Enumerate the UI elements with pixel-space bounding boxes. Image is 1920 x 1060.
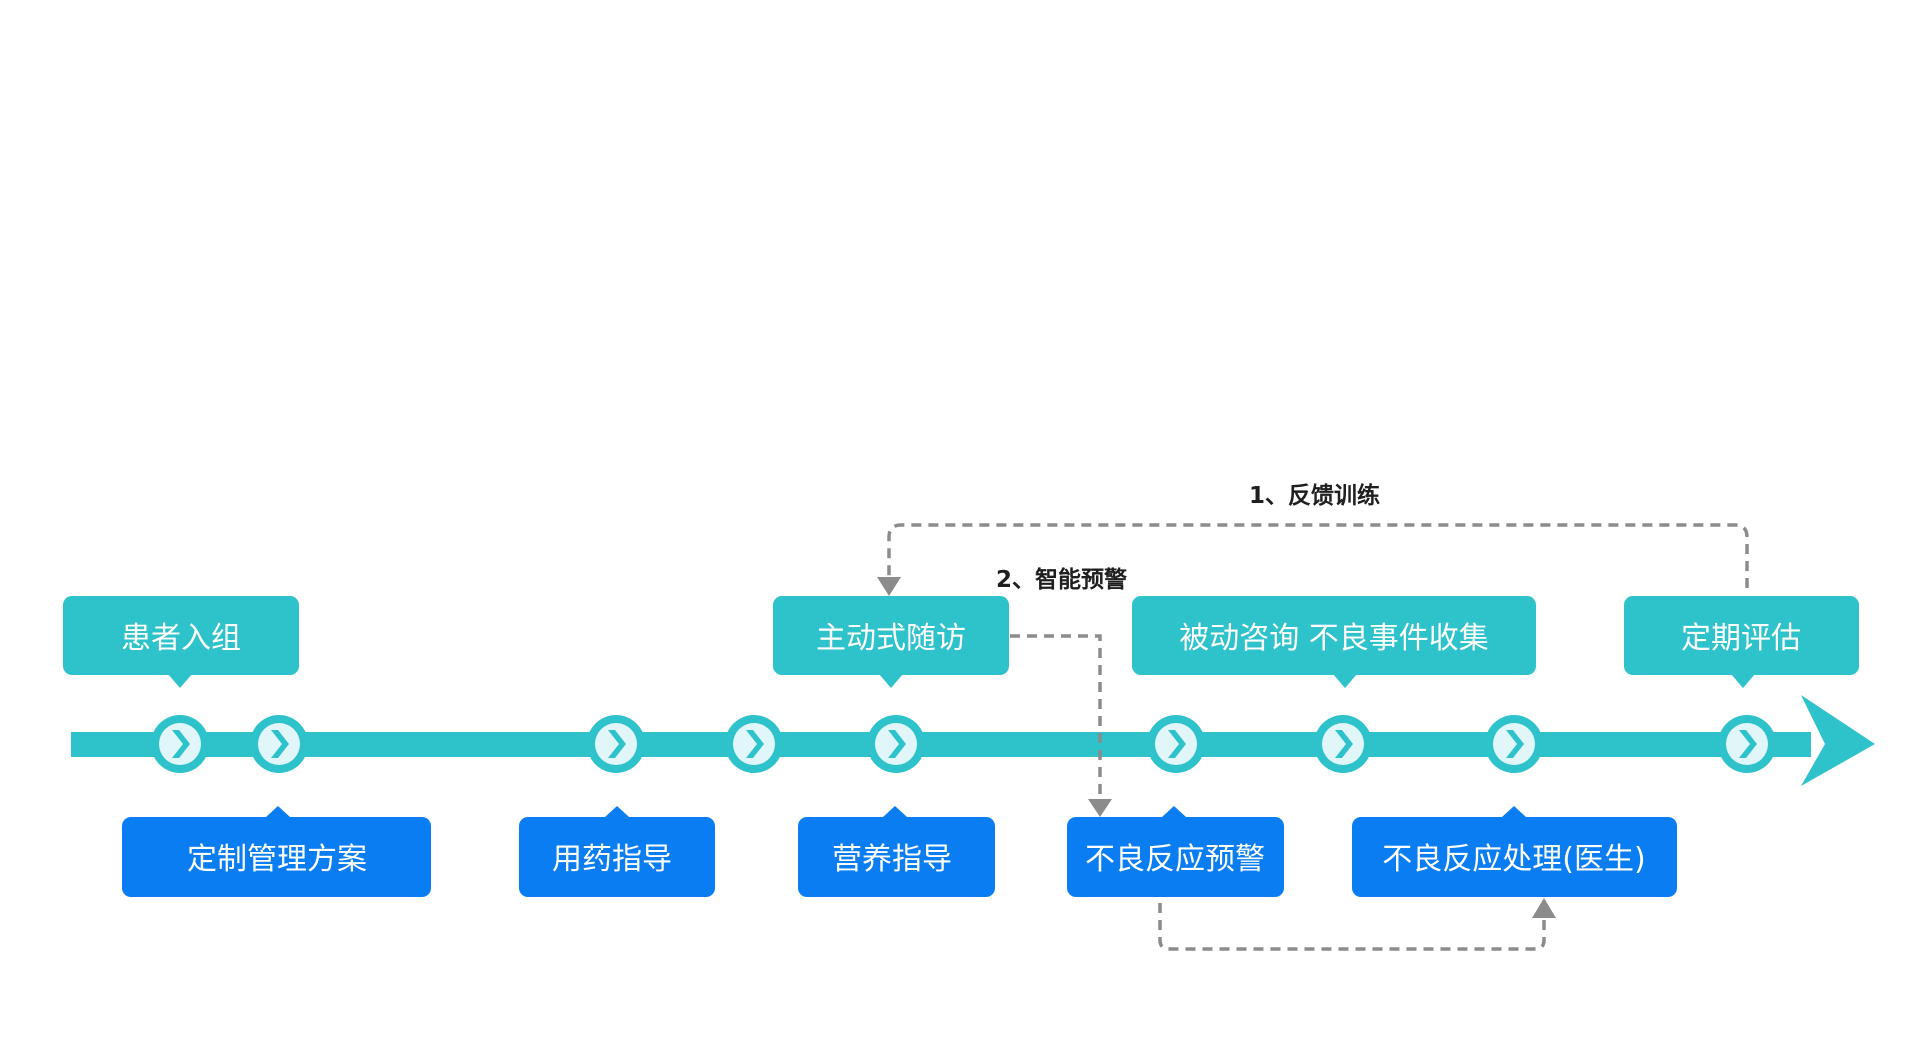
timeline-arrowhead	[1801, 695, 1875, 786]
chevron-right-icon	[608, 730, 626, 758]
chevron-right-icon	[1168, 730, 1186, 758]
callout-periodic-eval-label: 定期评估	[1681, 621, 1801, 656]
callout-periodic-eval: 定期评估	[1624, 596, 1859, 688]
feedback-training-connector	[887, 523, 1749, 588]
chevron-right-icon	[271, 730, 289, 758]
callout-medication: 用药指导	[519, 806, 715, 897]
chevron-right-icon	[888, 730, 906, 758]
timeline-node	[1147, 715, 1205, 773]
timeline-node	[250, 715, 308, 773]
chevron-right-icon	[172, 730, 190, 758]
timeline-node-disc	[733, 723, 775, 765]
timeline-bar	[71, 732, 1811, 757]
callout-custom-plan-label: 定制管理方案	[187, 842, 367, 877]
warning-to-handling-arrowhead	[1532, 898, 1556, 918]
timeline-node-disc	[1493, 723, 1535, 765]
smart-warning-note: 2、智能预警	[996, 566, 1127, 593]
callout-nutrition-label: 营养指导	[832, 842, 952, 877]
callout-adverse-warning: 不良反应预警	[1067, 806, 1284, 897]
callout-nutrition: 营养指导	[798, 806, 995, 897]
callout-enroll: 患者入组	[63, 596, 299, 688]
timeline-node	[1485, 715, 1543, 773]
callout-active-followup-label: 主动式随访	[816, 621, 966, 656]
timeline-node-disc	[258, 723, 300, 765]
timeline-node-disc	[595, 723, 637, 765]
feedback-training-arrowhead	[877, 577, 901, 596]
callout-medication-label: 用药指导	[552, 842, 672, 877]
chevron-right-icon	[746, 730, 764, 758]
timeline-node	[151, 715, 209, 773]
callout-custom-plan: 定制管理方案	[122, 806, 431, 897]
timeline-node-disc	[1726, 723, 1768, 765]
timeline-node-disc	[875, 723, 917, 765]
timeline-node	[867, 715, 925, 773]
timeline-node	[725, 715, 783, 773]
timeline-nodes	[151, 715, 1776, 773]
timeline-node	[1314, 715, 1372, 773]
timeline-node	[587, 715, 645, 773]
timeline-node-disc	[1155, 723, 1197, 765]
timeline-node	[1718, 715, 1776, 773]
callout-adverse-warning-label: 不良反应预警	[1085, 842, 1265, 877]
feedback-training-note: 1、反馈训练	[1249, 482, 1380, 509]
callout-adverse-handling: 不良反应处理(医生)	[1352, 806, 1677, 897]
warning-to-handling-connector	[1158, 903, 1546, 951]
callout-passive-consult-label: 被动咨询 不良事件收集	[1179, 621, 1489, 656]
timeline-node-disc	[1322, 723, 1364, 765]
callout-active-followup: 主动式随访	[773, 596, 1009, 688]
chevron-right-icon	[1335, 730, 1353, 758]
smart-warning-connector	[1010, 634, 1102, 802]
timeline-node-disc	[159, 723, 201, 765]
smart-warning-arrowhead	[1088, 799, 1112, 817]
timeline	[71, 695, 1875, 786]
chevron-right-icon	[1506, 730, 1524, 758]
callout-passive-consult: 被动咨询 不良事件收集	[1132, 596, 1536, 688]
callout-enroll-label: 患者入组	[121, 621, 241, 656]
callout-adverse-handling-label: 不良反应处理(医生)	[1382, 842, 1645, 877]
connectors	[877, 523, 1749, 951]
chevron-right-icon	[1739, 730, 1757, 758]
